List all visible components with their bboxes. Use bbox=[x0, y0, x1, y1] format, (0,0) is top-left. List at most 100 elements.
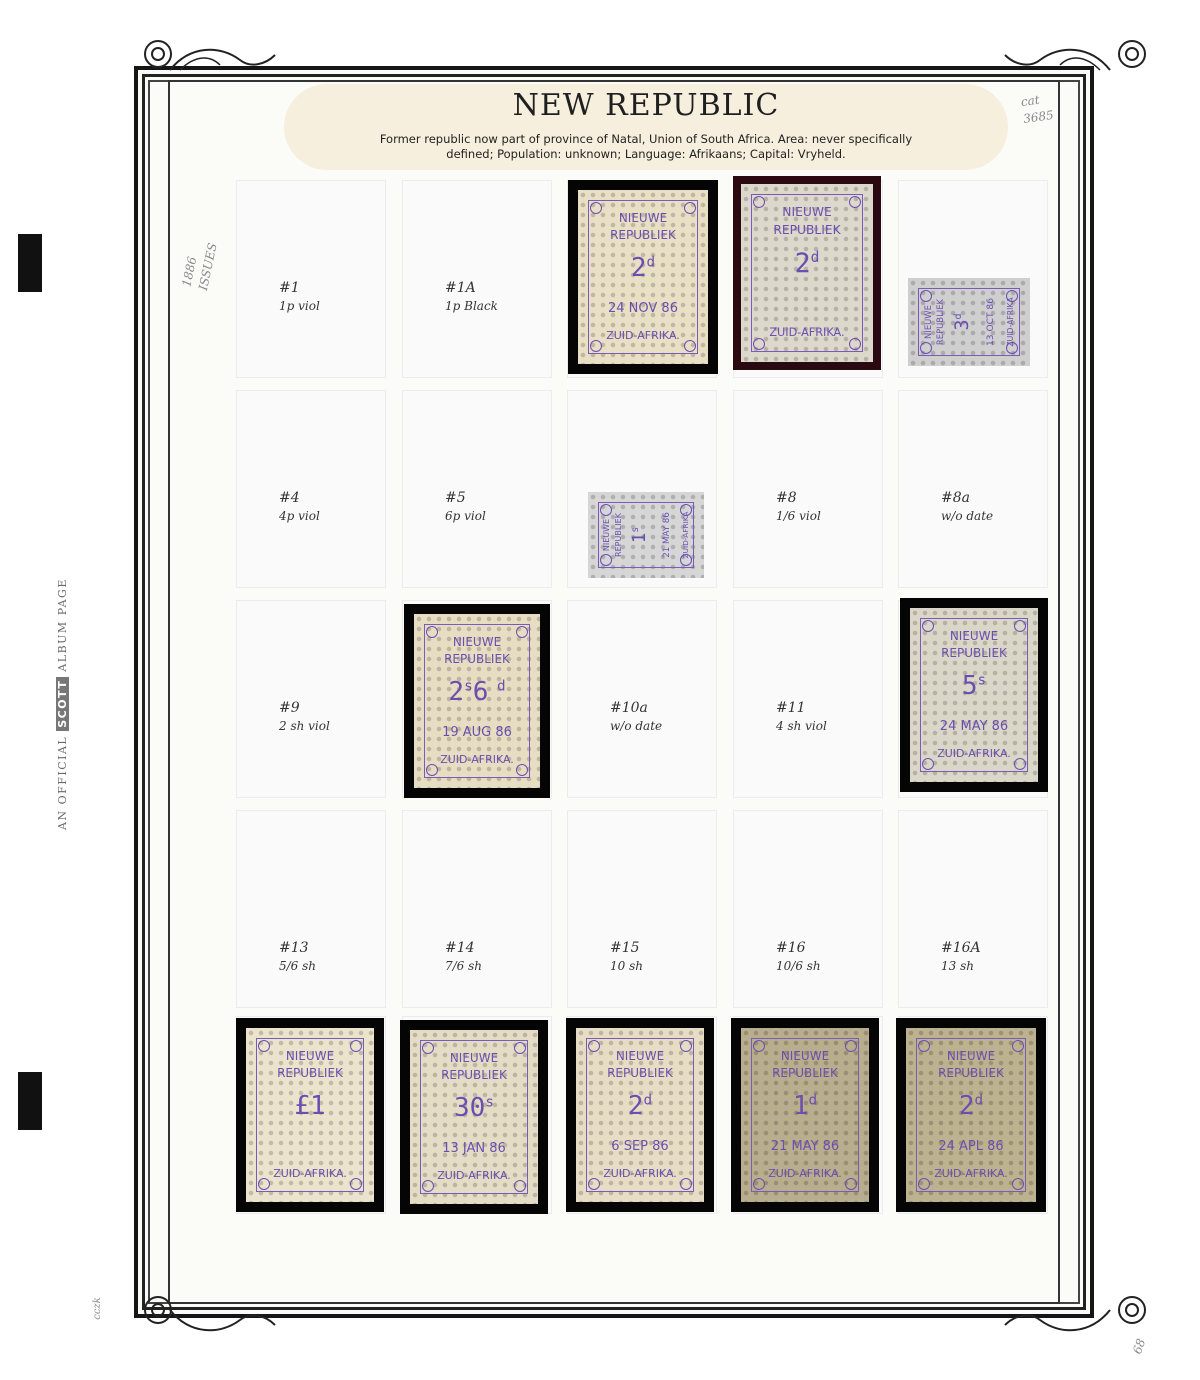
stamp-top-text: NIEUWE bbox=[949, 628, 999, 643]
stamp-date: 13 JAN 86 bbox=[442, 1141, 506, 1157]
stamp-date: 24 NOV 86 bbox=[608, 301, 678, 317]
stamp-description: 1/6 viol bbox=[776, 509, 821, 523]
stamp-description: 5/6 sh bbox=[279, 959, 317, 973]
stamp-top-text: NIEUWE bbox=[946, 1048, 996, 1063]
binder-hole-top bbox=[18, 234, 42, 292]
corner-ornament-icon bbox=[516, 764, 528, 776]
side-label-post: ALBUM PAGE bbox=[56, 578, 69, 672]
corner-ornament-icon bbox=[588, 1040, 600, 1052]
stamp-sub-text: REPUBLIEK bbox=[277, 1066, 343, 1081]
country-header: NEW REPUBLIC Former republic now part of… bbox=[284, 84, 1008, 170]
stamp-bottom-text: ZUID-AFRIKA. bbox=[934, 1167, 1008, 1181]
stamp-description: 10/6 sh bbox=[776, 959, 821, 973]
corner-ornament-icon bbox=[680, 1040, 692, 1052]
stamp-description: 7/6 sh bbox=[445, 959, 483, 973]
stamp-top-text: NIEUWE bbox=[618, 210, 668, 225]
catalog-number: #1A bbox=[445, 280, 476, 296]
stamp-sub-text: REPUBLIEK bbox=[441, 1068, 507, 1083]
catalog-number: #15 bbox=[610, 940, 640, 956]
stamp-bottom-text: ZUID-AFRIKA. bbox=[937, 747, 1011, 761]
corner-ornament-icon bbox=[922, 620, 934, 632]
corner-ornament-icon bbox=[849, 196, 861, 208]
stamp-sub-text: REPUBLIEK bbox=[941, 646, 1007, 661]
stamp-value: 30s bbox=[454, 1092, 494, 1123]
corner-ornament-icon bbox=[918, 1040, 930, 1052]
stamp-value: 2d bbox=[958, 1090, 984, 1121]
stamp-bottom-text: ZUID-AFRIKA. bbox=[606, 329, 680, 343]
stamp-unit: s bbox=[485, 1093, 494, 1110]
flourish-icon bbox=[1004, 1309, 1111, 1332]
corner-ornament-icon bbox=[590, 202, 602, 214]
stamp-value: 2s6 d bbox=[448, 676, 506, 707]
corner-ornament-icon bbox=[426, 764, 438, 776]
stamp-value: 2d bbox=[627, 1090, 653, 1121]
corner-ornament-icon bbox=[684, 202, 696, 214]
stamp-description: w/o date bbox=[610, 719, 663, 733]
binder-hole-bottom bbox=[18, 1072, 42, 1130]
stamp-description: 1p viol bbox=[279, 299, 320, 313]
corner-ornament-icon bbox=[258, 1178, 270, 1190]
rosette-icon bbox=[1118, 1296, 1146, 1324]
corner-ornament-icon bbox=[350, 1040, 362, 1052]
scott-logo: SCOTT bbox=[56, 676, 69, 731]
stamp-unit: d bbox=[646, 253, 656, 270]
corner-ornament-icon bbox=[600, 504, 612, 516]
stamp-top-text: NIEUWE bbox=[782, 205, 832, 220]
stamp-frame bbox=[420, 1040, 528, 1194]
corner-ornament-icon bbox=[1014, 758, 1026, 770]
stamp-sub-text: REPUBLIEK bbox=[938, 1066, 1004, 1081]
stamp-value: 2d bbox=[630, 252, 656, 283]
catalog-number-note: #1A 1p Black bbox=[445, 279, 498, 315]
stamp-description: 4p viol bbox=[279, 509, 320, 523]
corner-ornament-icon bbox=[753, 338, 765, 350]
stamp-description: 1p Black bbox=[445, 299, 498, 313]
stamp-bottom-text: ZUID-AFRIKA. bbox=[769, 326, 845, 340]
flourish-icon bbox=[169, 1309, 276, 1332]
corner-ornament-icon bbox=[588, 1178, 600, 1190]
stamp-bottom-text: ZUID-AFRIKA. bbox=[440, 753, 514, 767]
stamp-bottom-text: ZUID-AFRIKA. bbox=[603, 1167, 677, 1181]
corner-ornament-icon bbox=[422, 1042, 434, 1054]
corner-ornament-icon bbox=[516, 626, 528, 638]
corner-ornament-icon bbox=[1012, 1040, 1024, 1052]
description-line-1: Former republic now part of province of … bbox=[379, 132, 913, 146]
stamp-frame bbox=[424, 624, 530, 778]
corner-ornament-icon bbox=[1006, 290, 1018, 302]
catalog-number: #10a bbox=[610, 700, 648, 716]
stamp-frame bbox=[586, 1038, 694, 1192]
corner-ornament-icon bbox=[422, 1180, 434, 1192]
corner-ornament-icon bbox=[590, 340, 602, 352]
corner-ornament-icon bbox=[680, 1178, 692, 1190]
description-line-2: defined; Population: unknown; Language: … bbox=[446, 147, 846, 161]
stamp-sub-text: REPUBLIEK bbox=[613, 513, 623, 557]
stamp-date: 21 MAY 86 bbox=[662, 512, 673, 558]
stamp-frame bbox=[588, 200, 698, 354]
catalog-number-note: #10a w/o date bbox=[610, 699, 662, 735]
corner-ornament-icon bbox=[1006, 342, 1018, 354]
